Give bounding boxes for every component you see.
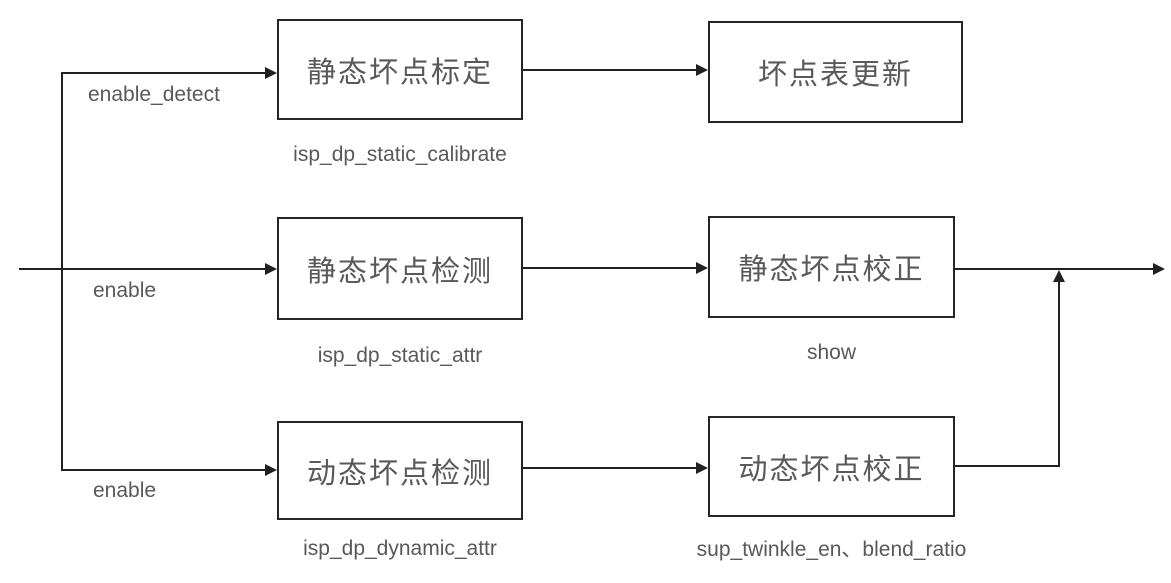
arrowhead-into-static-correct (696, 262, 708, 274)
edge-label-enable-dynamic: enable (93, 479, 157, 502)
edge-to-dynamic-detect (61, 469, 266, 471)
arrowhead-into-static-detect (265, 263, 277, 275)
node-static-detect: 静态坏点检测 (277, 217, 523, 320)
edge-label-enable-static: enable (93, 279, 157, 302)
edge-label-enable-detect: enable_detect (88, 83, 220, 106)
node-static-calibrate-label: 静态坏点标定 (306, 56, 493, 89)
arrowhead-into-dynamic-detect (265, 464, 277, 476)
edge-join-vertical (1058, 281, 1060, 467)
sublabel-static-detect: isp_dp_static_attr (317, 344, 483, 367)
node-static-detect-label: 静态坏点检测 (306, 255, 493, 288)
arrowhead-join-up (1053, 270, 1065, 282)
arrowhead-into-static-calibrate (265, 67, 277, 79)
node-dynamic-correct-label: 动态坏点校正 (738, 453, 925, 486)
edge-detect-to-correct-dynamic (523, 467, 697, 469)
sublabel-dynamic-correct: sup_twinkle_en、blend_ratio (696, 538, 967, 561)
node-dp-table-update-label: 坏点表更新 (757, 59, 913, 91)
node-static-correct: 静态坏点校正 (708, 216, 955, 318)
edge-output-main (955, 268, 1154, 270)
node-dynamic-detect-label: 动态坏点检测 (306, 457, 493, 490)
sublabel-static-correct: show (806, 341, 857, 364)
arrowhead-into-dynamic-correct (696, 462, 708, 474)
node-dynamic-correct: 动态坏点校正 (708, 416, 955, 517)
arrowhead-output (1153, 263, 1165, 275)
node-dynamic-detect: 动态坏点检测 (277, 421, 523, 520)
edge-calibrate-to-update (523, 69, 697, 71)
node-static-correct-label: 静态坏点校正 (738, 254, 925, 286)
arrowhead-into-dp-table-update (696, 64, 708, 76)
sublabel-dynamic-detect: isp_dp_dynamic_attr (303, 537, 497, 560)
edge-input-main (19, 268, 266, 270)
sublabel-static-calibrate: isp_dp_static_calibrate (293, 143, 507, 166)
edge-dynamic-correct-out (955, 465, 1060, 467)
edge-detect-to-correct-static (523, 267, 697, 269)
node-dp-table-update: 坏点表更新 (708, 21, 963, 123)
edge-branch-vertical (61, 72, 63, 471)
edge-to-static-calibrate (61, 72, 266, 74)
node-static-calibrate: 静态坏点标定 (277, 19, 523, 120)
